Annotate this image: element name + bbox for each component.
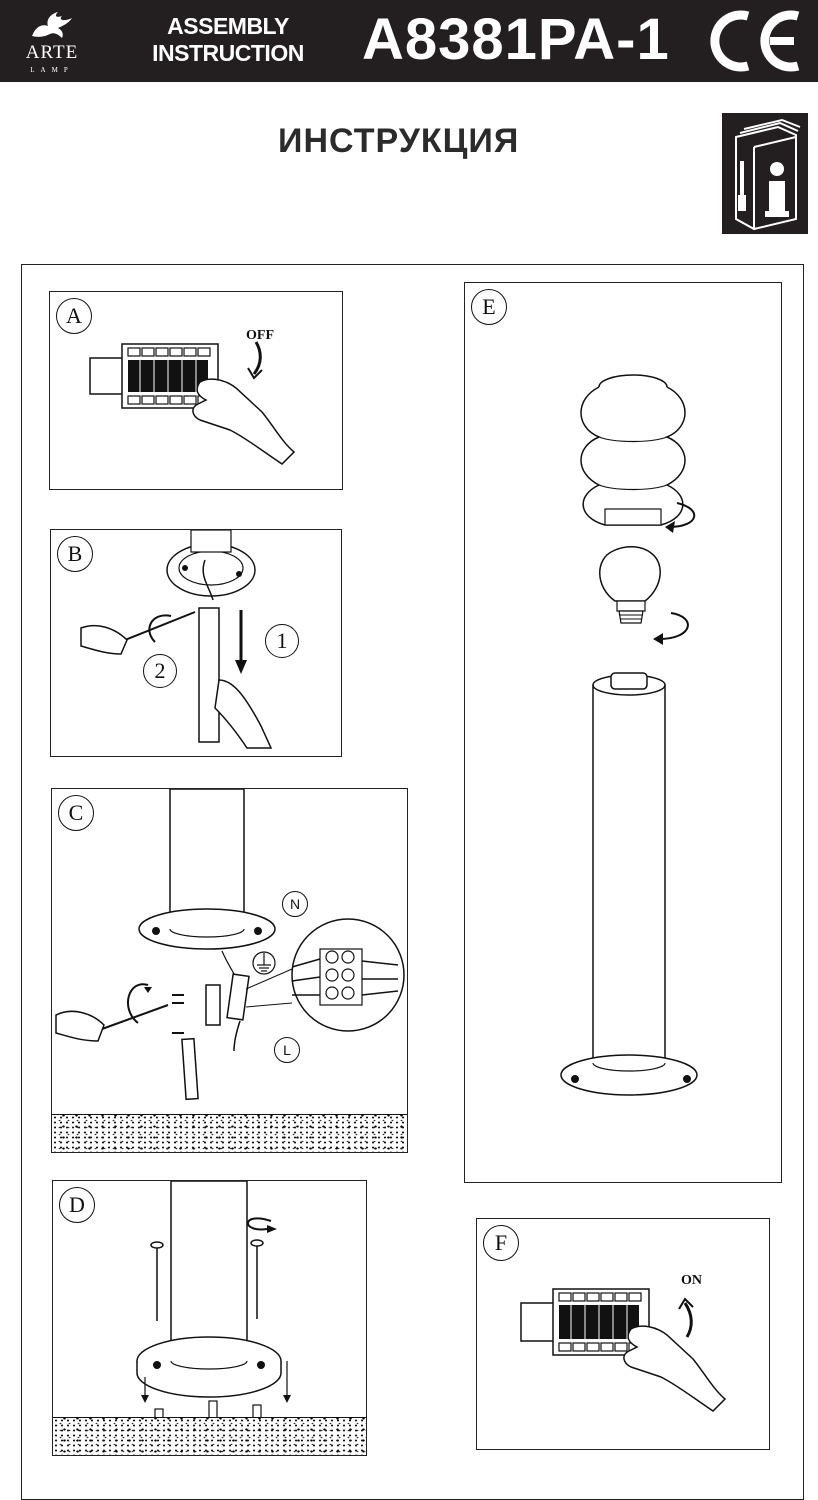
brand-subtitle: LAMP [30,66,74,74]
switch-off-label: OFF [246,328,274,343]
step-b-panel: B 1 2 [50,529,342,757]
step-d-panel: D [52,1180,367,1456]
breaker-on-illustration [520,1288,727,1412]
header-bar: ARTE LAMP ASSEMBLY INSTRUCTION A8381PA-1 [0,0,818,82]
breaker-off-illustration [89,341,296,465]
anchoring-illustration [136,1181,291,1440]
page-title: ИНСТРУКЦИЯ [278,122,520,160]
ground-soil [53,1417,366,1455]
wiring-illustration [55,789,405,1101]
brand-logo: ARTE LAMP [10,6,94,78]
assembly-instruction-label: ASSEMBLY INSTRUCTION [152,13,304,66]
base-removal-illustration [80,530,273,749]
step-f-panel: F ON [476,1218,770,1450]
brand-name: ARTE [25,42,79,63]
step-c-panel: C N L [51,788,408,1153]
step-a-badge: A [56,298,92,334]
step-b-order-1: 1 [265,624,299,658]
step-b-badge: B [57,536,93,572]
manual-info-icon [722,113,808,234]
neutral-label: N [282,891,308,917]
switch-on-label: ON [681,1273,702,1288]
step-d-badge: D [59,1187,95,1223]
step-e-panel: E [464,282,782,1183]
ground-icon [252,951,276,975]
ground-soil [52,1114,407,1152]
step-b-order-2: 2 [143,654,177,688]
lamp-assembly-illustration [560,374,698,1096]
live-label: L [274,1037,300,1063]
griffin-icon [32,12,72,38]
step-f-badge: F [483,1225,519,1261]
step-e-badge: E [471,289,507,325]
ce-mark-icon [710,10,800,72]
step-a-panel: A OFF [49,291,343,490]
step-c-badge: C [58,795,94,831]
model-number: A8381PA-1 [362,7,670,72]
